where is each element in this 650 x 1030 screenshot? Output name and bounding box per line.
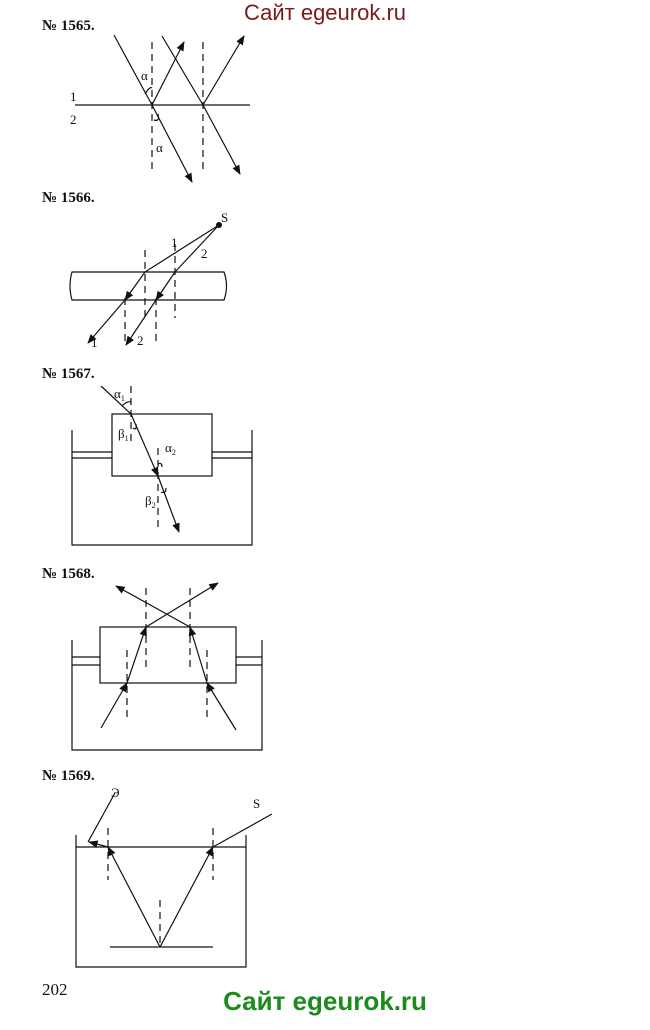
label-ray-1-bottom: 1: [91, 335, 98, 350]
vessel: [71, 640, 263, 751]
ray-up-water: [107, 846, 161, 948]
figure-1566: [69, 224, 228, 346]
vessel: [71, 430, 253, 546]
problem-1567-number: № 1567.: [42, 366, 95, 382]
ray-incident: [100, 385, 132, 415]
label-alpha-top: α: [141, 68, 148, 83]
problem-1565-number: № 1565.: [42, 18, 95, 34]
ray-down-water: [159, 846, 214, 948]
ray-2-exit: [125, 299, 157, 346]
label-screen: Э: [111, 785, 120, 800]
label-alpha-bottom: α: [156, 140, 163, 155]
ray-1-exit: [87, 299, 126, 344]
ray-1-incident: [144, 224, 220, 273]
label-beta1: β1: [118, 426, 129, 443]
label-ray-1-top: 1: [171, 235, 178, 250]
light-source-dot: [216, 222, 222, 228]
ray-2-incident: [174, 224, 220, 273]
arc-alpha1: [121, 401, 132, 407]
ray-in-block: [130, 413, 159, 477]
figure-1565: [75, 34, 250, 183]
reflected-ray-right: [202, 35, 245, 106]
angle-arc-top: [144, 87, 153, 95]
figure-1567: [71, 385, 253, 546]
footer-site-link[interactable]: Сайт egeurok.ru: [223, 986, 427, 1016]
ray-in-water: [157, 475, 180, 533]
figure-1569: [75, 792, 273, 968]
page-number: 202: [42, 980, 68, 999]
arc-beta1: [132, 423, 137, 430]
problem-1568-number: № 1568.: [42, 566, 95, 582]
header-site-link[interactable]: Сайт egeurok.ru: [243, 0, 407, 25]
refracted-ray-right: [202, 104, 241, 175]
problem-1569-number: № 1569.: [42, 768, 95, 784]
label-ray-2-bottom: 2: [137, 333, 144, 348]
label-ray-2-top: 2: [201, 246, 208, 261]
label-alpha2: α2: [165, 440, 176, 457]
angle-arc-bottom: [153, 113, 160, 121]
label-medium-2: 2: [70, 112, 77, 127]
glass-plate: [69, 271, 228, 301]
ray-2-inside: [155, 271, 176, 301]
ray-left-air: [145, 582, 219, 628]
problem-1566-number: № 1566.: [42, 190, 95, 206]
label-source-s: S: [253, 796, 260, 811]
screen-stick: [87, 792, 116, 843]
ray-1-inside: [124, 271, 146, 301]
glass-block: [111, 413, 213, 477]
ray-right-water: [206, 682, 237, 731]
ray-left-water: [100, 682, 128, 729]
reflected-ray-left: [151, 41, 185, 106]
arc-beta2: [160, 487, 167, 494]
label-beta2: β2: [145, 493, 156, 510]
ray-right-block: [188, 626, 208, 684]
glass-block: [99, 626, 237, 684]
incident-ray-right: [161, 35, 204, 106]
arc-alpha2: [157, 462, 163, 468]
ray-right-air: [115, 585, 191, 628]
ray-exit-air: [88, 840, 109, 848]
figure-1568: [71, 582, 263, 751]
label-source-s: S: [221, 210, 228, 225]
label-medium-1: 1: [70, 89, 77, 104]
ray-left-block: [126, 626, 147, 684]
vessel: [75, 835, 247, 968]
ray-incident-air: [212, 813, 273, 848]
label-alpha1: α1: [114, 386, 125, 403]
